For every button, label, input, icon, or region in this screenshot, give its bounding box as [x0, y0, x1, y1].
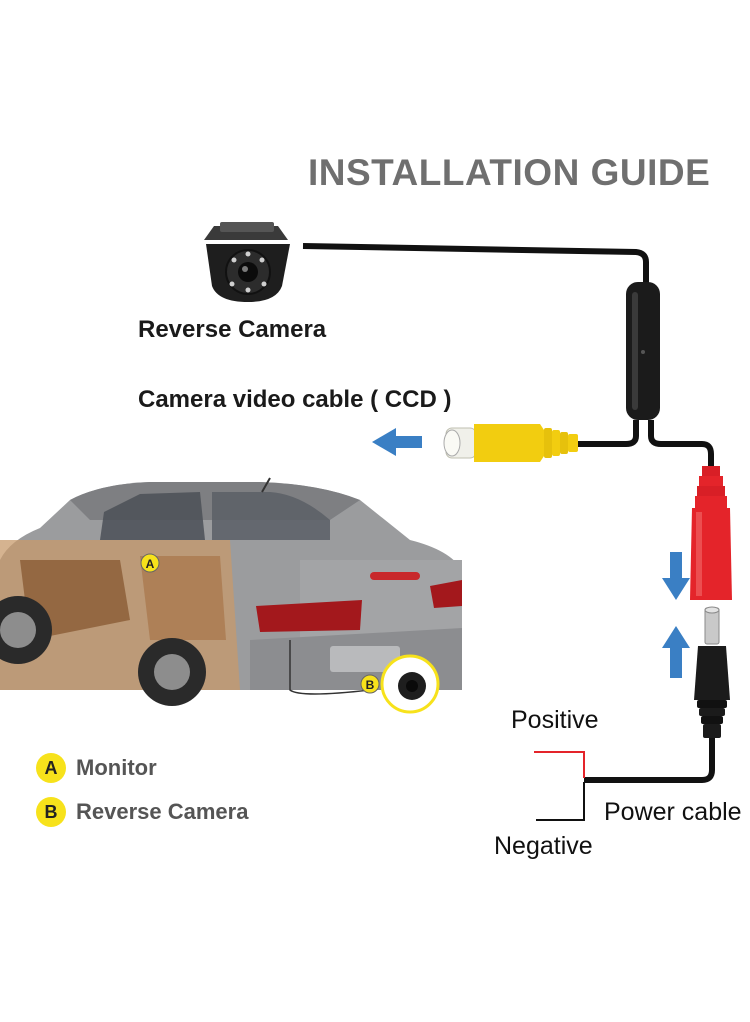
- marker-b: [360, 674, 380, 694]
- legend-item-reverse-camera: B Reverse Camera: [36, 797, 248, 827]
- negative-label: Negative: [494, 832, 593, 860]
- page-title: INSTALLATION GUIDE: [308, 152, 711, 193]
- positive-wire: [534, 751, 585, 778]
- arrow-up-icon: [662, 626, 690, 678]
- reverse-camera-label: Reverse Camera: [138, 316, 327, 343]
- reverse-camera-image: [204, 222, 290, 302]
- positive-label: Positive: [511, 706, 599, 734]
- dc-female-connector: [690, 466, 732, 600]
- legend-item-monitor: A Monitor: [36, 753, 157, 783]
- arrow-left-icon: [372, 428, 422, 456]
- legend-badge-a: A: [36, 753, 66, 783]
- video-branch-cable: [578, 420, 639, 447]
- car-illustration: A B: [0, 477, 462, 714]
- arrow-down-icon: [662, 552, 690, 600]
- rca-yellow-connector: [443, 424, 578, 462]
- marker-a: [140, 553, 160, 573]
- video-cable-label: Camera video cable ( CCD ): [138, 386, 452, 413]
- legend-text-monitor: Monitor: [76, 755, 157, 780]
- power-cable-label: Power cable: [604, 798, 742, 826]
- power-cable: [584, 738, 715, 783]
- legend-badge-b: B: [36, 797, 66, 827]
- camera-cable: [302, 243, 649, 285]
- power-branch-cable: [648, 420, 714, 470]
- legend-text-reverse-camera: Reverse Camera: [76, 799, 249, 824]
- dc-male-connector: [694, 606, 730, 738]
- svg-text:A: A: [146, 557, 155, 571]
- svg-text:B: B: [366, 678, 375, 692]
- negative-wire: [536, 782, 585, 821]
